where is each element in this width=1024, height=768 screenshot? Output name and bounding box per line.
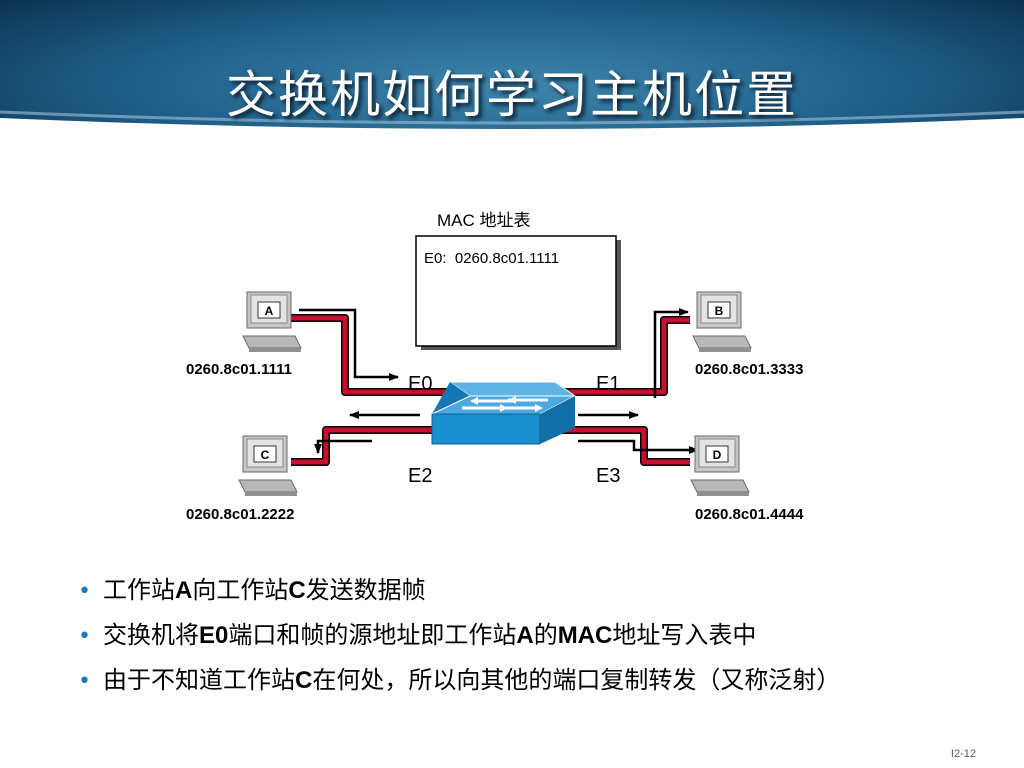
mac-label-a: 0260.8c01.1111 <box>186 361 292 378</box>
bullet-dot-icon: • <box>78 579 91 604</box>
page-title: 交换机如何学习主机位置 <box>226 66 798 124</box>
switch-icon <box>431 381 577 445</box>
mac-table-entry: E0: 0260.8c01.1111 <box>424 250 559 267</box>
workstation-label-b: B <box>715 304 724 318</box>
bullet-text: E0 <box>198 622 229 649</box>
workstation-label-a: A <box>265 304 274 318</box>
workstation-b: B <box>692 291 752 353</box>
cable-c <box>291 426 450 466</box>
port-label-e0: E0 <box>408 373 432 395</box>
bullet-text: C <box>288 577 306 604</box>
bullet-text: A <box>174 577 193 604</box>
bullet-text: A <box>516 622 534 649</box>
cable-b <box>560 316 690 396</box>
bullet-text: 工作站 <box>102 576 175 604</box>
slide-number: I2-12 <box>950 748 976 760</box>
mac-label-b: 0260.8c01.3333 <box>695 361 803 378</box>
mac-address-table: E0: 0260.8c01.1111 <box>415 235 621 350</box>
arrow-a-to-e0 <box>299 308 399 381</box>
arrow-to-b <box>653 308 689 398</box>
arrow-to-d <box>578 439 699 454</box>
bullet-dot-icon: • <box>78 624 91 649</box>
bullet-item: • 由于不知道工作站C在何处，所以向其他的端口复制转发（又称泛射） <box>78 662 840 707</box>
bullet-dot-icon: • <box>78 669 91 694</box>
workstation-d: D <box>690 435 750 497</box>
port-label-e1: E1 <box>596 373 620 395</box>
port-label-e3: E3 <box>596 465 620 487</box>
workstation-label-d: D <box>713 448 722 462</box>
bullet-text: 在何处，所以向其他的端口复制转发（又称泛射） <box>312 666 841 694</box>
bullet-text: 由于不知道工作站 <box>102 666 295 694</box>
bullet-text: 交换机将 <box>102 621 199 649</box>
bullet-text: MAC <box>557 622 613 649</box>
title-banner <box>0 0 1024 190</box>
bullet-item: • 工作站A向工作站C发送数据帧 <box>78 572 840 617</box>
bullet-text: 发送数据帧 <box>305 576 426 604</box>
mac-label-d: 0260.8c01.4444 <box>695 506 804 523</box>
mac-table-label: MAC 地址表 <box>437 211 531 230</box>
bullet-text: 端口和帧的源地址即工作站 <box>228 621 517 649</box>
bullet-list: •工作站A向工作站C发送数据帧•交换机将E0端口和帧的源地址即工作站A的MAC地… <box>78 572 840 707</box>
bullet-text: 向工作站 <box>192 576 289 604</box>
cable-a <box>291 314 450 396</box>
cable-d <box>560 426 690 466</box>
bullet-item: • 交换机将E0端口和帧的源地址即工作站A的MAC地址写入表中 <box>78 617 840 662</box>
port-label-e2: E2 <box>408 465 432 487</box>
arrow-to-c <box>314 439 372 454</box>
bullet-text: C <box>294 667 313 694</box>
bullet-text: 的 <box>533 621 558 649</box>
bullet-text: 地址写入表中 <box>612 621 757 649</box>
workstation-c: C <box>238 435 298 497</box>
workstation-a: A <box>242 291 302 353</box>
mac-label-c: 0260.8c01.2222 <box>186 506 294 523</box>
workstation-label-c: C <box>261 448 270 462</box>
